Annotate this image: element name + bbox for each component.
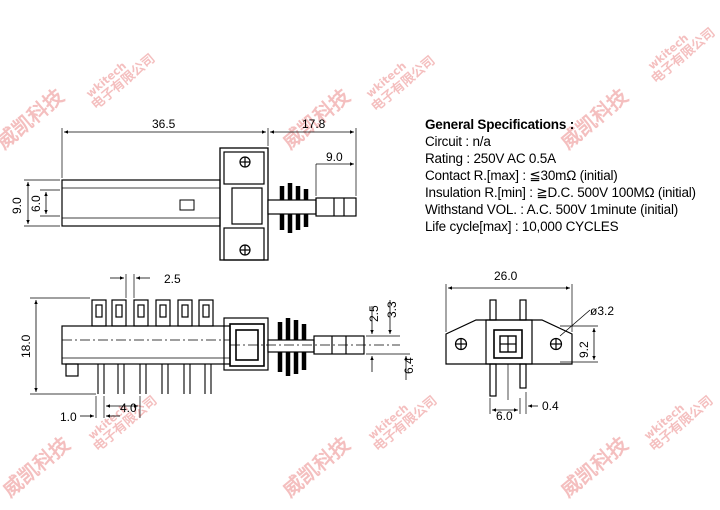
dim-top-plunger: 17.8 xyxy=(302,117,326,131)
top-terminals xyxy=(91,299,214,327)
dim-front-pitch: 2.5 xyxy=(164,272,181,286)
watermark-text: 威凯科技 xyxy=(0,83,69,153)
spec-contact-resistance: Contact R.[max] : ≦30mΩ (initial) xyxy=(425,168,618,183)
dim-top-height: 9.0 xyxy=(10,197,24,214)
side-view xyxy=(445,284,598,414)
dim-side-width: 26.0 xyxy=(494,269,518,283)
dim-front-height: 18.0 xyxy=(19,334,33,358)
dim-top-body: 6.0 xyxy=(29,195,43,212)
spec-life-cycle: Life cycle[max] : 10,000 CYCLES xyxy=(425,219,619,234)
watermark-text: 威凯科技 xyxy=(0,431,75,501)
front-view xyxy=(30,274,410,418)
top-view xyxy=(24,128,357,261)
dim-front-v1: 2.5 xyxy=(367,305,381,322)
watermark-text: 威凯科技 xyxy=(556,431,633,501)
dim-front-v2: 3.3 xyxy=(385,301,399,318)
dim-front-v3: 6.4 xyxy=(402,357,416,374)
dim-side-hole: ø3.2 xyxy=(590,304,614,318)
specs-title: General Specifications : xyxy=(425,117,574,132)
dim-side-base: 6.0 xyxy=(496,409,513,423)
dim-side-tab: 0.4 xyxy=(542,399,559,413)
watermark-text: 威凯科技 xyxy=(278,431,355,501)
dim-top-tip: 9.0 xyxy=(326,150,343,164)
spec-insulation-resistance: Insulation R.[min] : ≧D.C. 500V 100MΩ (i… xyxy=(425,185,696,200)
dim-front-span: 4.0 xyxy=(120,401,137,415)
watermark-layer: 威凯科技 wkitech 电子有限公司 威凯科技 wkitech 电子有限公司 … xyxy=(0,25,718,502)
spec-rating: Rating : 250V AC 0.5A xyxy=(425,151,556,166)
dim-front-pin: 1.0 xyxy=(60,410,77,424)
dim-side-height: 9.2 xyxy=(577,341,591,358)
dim-top-length: 36.5 xyxy=(152,117,176,131)
spec-circuit: Circuit : n/a xyxy=(425,134,491,149)
general-specifications: General Specifications : Circuit : n/a R… xyxy=(425,116,696,235)
spec-withstand-voltage: Withstand VOL. : A.C. 500V 1minute (init… xyxy=(425,202,679,217)
